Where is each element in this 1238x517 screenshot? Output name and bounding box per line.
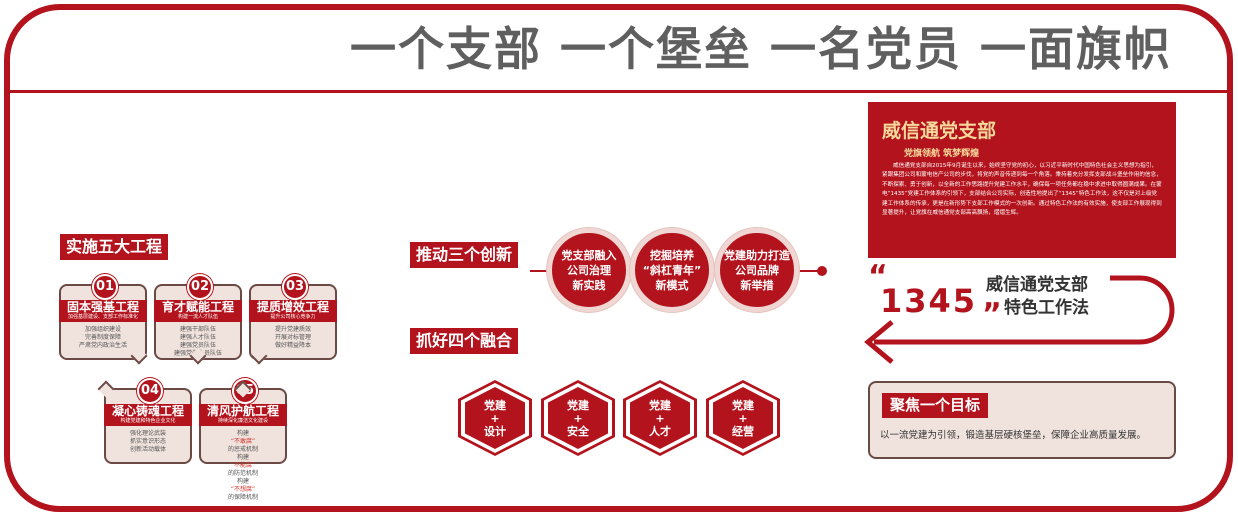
project-subtitle: 加强基层建设、支部工作标准化 — [67, 314, 138, 320]
project-subtitle: 构建党建和特色企业文化 — [120, 418, 176, 424]
three-innovations-label: 推动三个创新 — [410, 242, 519, 268]
project-lines: 加强组织建设 完善制度保障 严肃党内政治生活 — [61, 326, 145, 350]
project-subtitle: 构建一流人才队伍 — [177, 314, 218, 320]
project-line: 严肃党内政治生活 — [78, 342, 127, 349]
project-title: 固本强基工程 — [66, 300, 139, 314]
project-line: 完善制度保障 — [84, 334, 121, 341]
project-title: 育才赋能工程 — [161, 300, 234, 314]
project-card-05: 05 清风护航工程 持续深化廉洁文化建设 构建“不敢腐”的惩戒机制 构建“不能腐… — [199, 378, 287, 501]
branch-slogan: 党旗领航 筑梦辉煌 — [904, 149, 980, 159]
project-line: 抓实意识形态 — [129, 438, 166, 445]
project-line: 构建“不想腐”的保障机制 — [227, 478, 258, 501]
project-card-04: 04 凝心铸魂工程 构建党建和特色企业文化 强化理论武装 抓实意识形态 创新活动… — [97, 378, 192, 464]
project-lines: 提升党建质效 开展对标管理 做好精益降本 — [251, 326, 335, 350]
project-line: 建强干部队伍 — [179, 326, 216, 333]
method-title: 威信通党支部 — [986, 275, 1088, 295]
innovation-circle-3: 党建助力打造 公司品牌 新举措 — [715, 228, 799, 312]
project-card-01: 01 固本强基工程 加强基层建设、支部工作标准化 加强组织建设 完善制度保障 严… — [59, 274, 148, 365]
project-number: 04 — [137, 378, 163, 404]
project-title: 提质增效工程 — [256, 300, 329, 314]
project-title: 凝心铸魂工程 — [111, 404, 184, 418]
innovation-circle-1: 党支部融入 公司治理 新实践 — [547, 228, 631, 312]
header-divider — [10, 90, 1228, 93]
integration-hexagon-3: 党建 + 人才 — [623, 380, 697, 456]
project-line: 构建“不能腐”的防范机制 — [227, 454, 258, 477]
main-title: 一个支部 一个堡垒 一名党员 一面旗帜 — [349, 22, 1172, 76]
focus-goal-box: 聚焦一个目标 以一流党建为引领，锻造基层硬核堡垒，保障企业高质量发展。 — [868, 381, 1176, 459]
project-number: 02 — [187, 274, 213, 300]
five-projects-label: 实施五大工程 — [60, 234, 169, 260]
quote-close-mark: ” — [982, 297, 1002, 332]
project-line: 提升党建质效 — [274, 326, 311, 333]
project-title-band: 固本强基工程 加强基层建设、支部工作标准化 — [59, 300, 147, 322]
project-lines: 构建“不敢腐”的惩戒机制 构建“不能腐”的防范机制 构建“不想腐”的保障机制 — [201, 430, 285, 502]
integration-hexagon-4: 党建 + 经营 — [706, 380, 780, 456]
project-line: 构建“不敢腐”的惩戒机制 — [227, 430, 258, 453]
project-line: 加强组织建设 — [84, 326, 121, 333]
project-title-band: 清风护航工程 持续深化廉洁文化建设 — [199, 404, 287, 426]
project-subtitle: 提升公司核心竞争力 — [270, 314, 316, 320]
connector-dot — [817, 266, 827, 276]
method-subtitle: 特色工作法 — [1004, 298, 1089, 318]
project-title-band: 凝心铸魂工程 构建党建和特色企业文化 — [104, 404, 192, 426]
project-number: 03 — [282, 274, 308, 300]
method-number: 1345 — [880, 282, 978, 320]
project-title: 清风护航工程 — [206, 404, 279, 418]
outer-frame — [4, 4, 1233, 512]
project-card-03: 03 提质增效工程 提升公司核心竞争力 提升党建质效 开展对标管理 做好精益降本 — [249, 274, 337, 365]
project-title-band: 育才赋能工程 构建一流人才队伍 — [154, 300, 242, 322]
project-line: 强化理论武装 — [129, 430, 166, 437]
project-line: 创新活动载体 — [129, 446, 166, 453]
branch-title: 威信通党支部 — [882, 120, 997, 142]
project-title-band: 提质增效工程 提升公司核心竞争力 — [249, 300, 337, 322]
quote-open-mark: “ — [868, 259, 888, 294]
innovation-circle-2: 挖掘培养 “斜杠青年” 新模式 — [630, 228, 714, 312]
focus-goal-label: 聚焦一个目标 — [882, 393, 989, 418]
project-line: 建强党员队伍 — [179, 342, 216, 349]
branch-intro-panel: 威信通党支部 党旗领航 筑梦辉煌 威信通党支部自2015年9月诞生以来，始终坚守… — [868, 102, 1176, 258]
project-subtitle: 持续深化廉洁文化建设 — [217, 418, 268, 424]
four-integrations-label: 抓好四个融合 — [410, 328, 519, 354]
focus-goal-text: 以一流党建为引领，锻造基层硬核堡垒，保障企业高质量发展。 — [880, 430, 1147, 441]
project-line: 开展对标管理 — [274, 334, 311, 341]
project-lines: 强化理论武装 抓实意识形态 创新活动载体 — [106, 430, 190, 454]
project-card-02: 02 育才赋能工程 构建一流人才队伍 建强干部队伍 建强人才队伍 建强党员队伍 … — [154, 274, 242, 365]
integration-hexagon-1: 党建 + 设计 — [458, 380, 532, 456]
project-number: 01 — [92, 274, 118, 300]
branch-description: 威信通党支部自2015年9月诞生以来，始终坚守党的初心，以习近平新时代中国特色社… — [882, 163, 1162, 217]
integration-hexagon-2: 党建 + 安全 — [541, 380, 615, 456]
project-line: 做好精益降本 — [274, 342, 311, 349]
loop-arrow — [864, 275, 1175, 364]
project-line: 建强人才队伍 — [179, 334, 216, 341]
